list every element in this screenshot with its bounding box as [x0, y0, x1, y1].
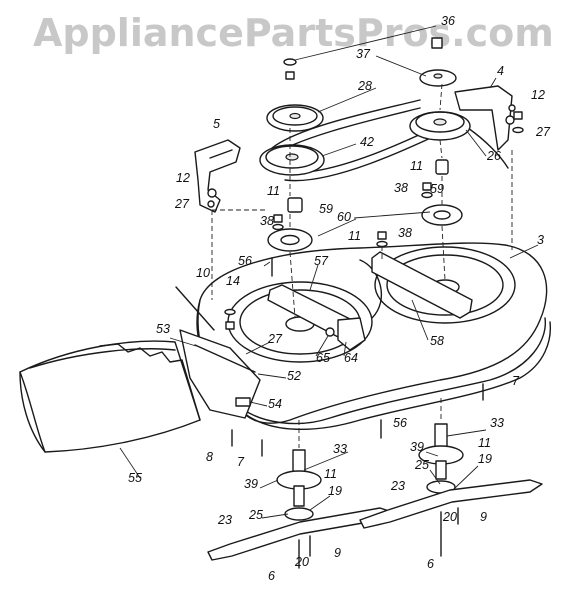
callout-11: 11: [348, 229, 361, 243]
callout-65: 65: [316, 351, 330, 365]
pulley-28: [266, 104, 324, 132]
callout-25: 25: [248, 508, 263, 522]
callout-27: 27: [535, 125, 551, 139]
callout-25: 25: [414, 458, 429, 472]
callout-38: 38: [260, 214, 274, 228]
callout-59: 59: [319, 202, 333, 216]
idler-bracket-5: [194, 139, 241, 213]
idler-arm-4: [454, 85, 516, 151]
callout-27: 27: [174, 197, 190, 211]
callout-7: 7: [237, 455, 245, 469]
callout-38: 38: [398, 226, 412, 240]
plate-60-left: [267, 228, 313, 252]
callout-7: 7: [512, 374, 520, 388]
part-65: [325, 327, 335, 337]
callout-11: 11: [478, 436, 491, 450]
callout-26: 26: [486, 149, 501, 163]
callout-14: 14: [226, 274, 240, 288]
watermark-text: AppliancePartsPros.com: [33, 11, 554, 55]
callout-27: 27: [267, 332, 283, 346]
deflector-rib: [194, 344, 256, 373]
part-54: [235, 397, 251, 407]
blade-23-right: [359, 479, 543, 529]
callout-36: 36: [441, 14, 455, 28]
callout-5: 5: [213, 117, 220, 131]
callout-12: 12: [531, 88, 545, 102]
callout-20: 20: [442, 510, 457, 524]
callout-57: 57: [314, 254, 329, 268]
bracket-58: [371, 251, 473, 319]
callout-59: 59: [430, 182, 444, 196]
callout-8: 8: [206, 450, 213, 464]
chute-deflector-53: [179, 329, 261, 419]
plate-60-right: [421, 204, 463, 226]
callout-56: 56: [393, 416, 407, 430]
callout-10: 10: [196, 266, 210, 280]
assembly-lines: [211, 83, 513, 448]
callout-39: 39: [410, 440, 424, 454]
callout-33: 33: [490, 416, 504, 430]
nut-36: [431, 37, 443, 49]
callout-64: 64: [344, 351, 358, 365]
pulley-26: [409, 111, 471, 141]
bracket-64: [337, 317, 366, 351]
callout-37: 37: [356, 47, 371, 61]
callout-55: 55: [128, 471, 142, 485]
callout-3: 3: [537, 233, 544, 247]
rod-10: [175, 286, 215, 331]
spindle-left: [276, 449, 322, 521]
spacer-59-right: [435, 159, 449, 175]
callout-23: 23: [217, 513, 232, 527]
pulley-37: [419, 69, 457, 87]
callout-9: 9: [334, 546, 341, 560]
callout-6: 6: [268, 569, 275, 583]
fasteners: [224, 58, 524, 457]
callout-33: 33: [333, 442, 347, 456]
callout-53: 53: [156, 322, 170, 336]
callout-58: 58: [430, 334, 444, 348]
callout-4: 4: [497, 64, 504, 78]
callout-54: 54: [268, 397, 282, 411]
callout-42: 42: [360, 135, 374, 149]
callout-19: 19: [328, 484, 342, 498]
callout-28: 28: [357, 79, 372, 93]
callout-6: 6: [427, 557, 434, 571]
callout-12: 12: [176, 171, 190, 185]
callout-11: 11: [267, 184, 280, 198]
callout-38: 38: [394, 181, 408, 195]
pulley-42: [259, 144, 325, 176]
discharge-chute: [19, 340, 201, 453]
callout-52: 52: [287, 369, 301, 383]
spacer-59-left: [287, 197, 303, 213]
callout-56: 56: [238, 254, 252, 268]
callout-9: 9: [480, 510, 487, 524]
callout-11: 11: [410, 159, 423, 173]
callout-11: 11: [324, 467, 337, 481]
callout-20: 20: [294, 555, 309, 569]
callout-39: 39: [244, 477, 258, 491]
leader-lines: [119, 25, 539, 519]
callout-60: 60: [337, 210, 351, 224]
callout-23: 23: [390, 479, 405, 493]
callout-19: 19: [478, 452, 492, 466]
